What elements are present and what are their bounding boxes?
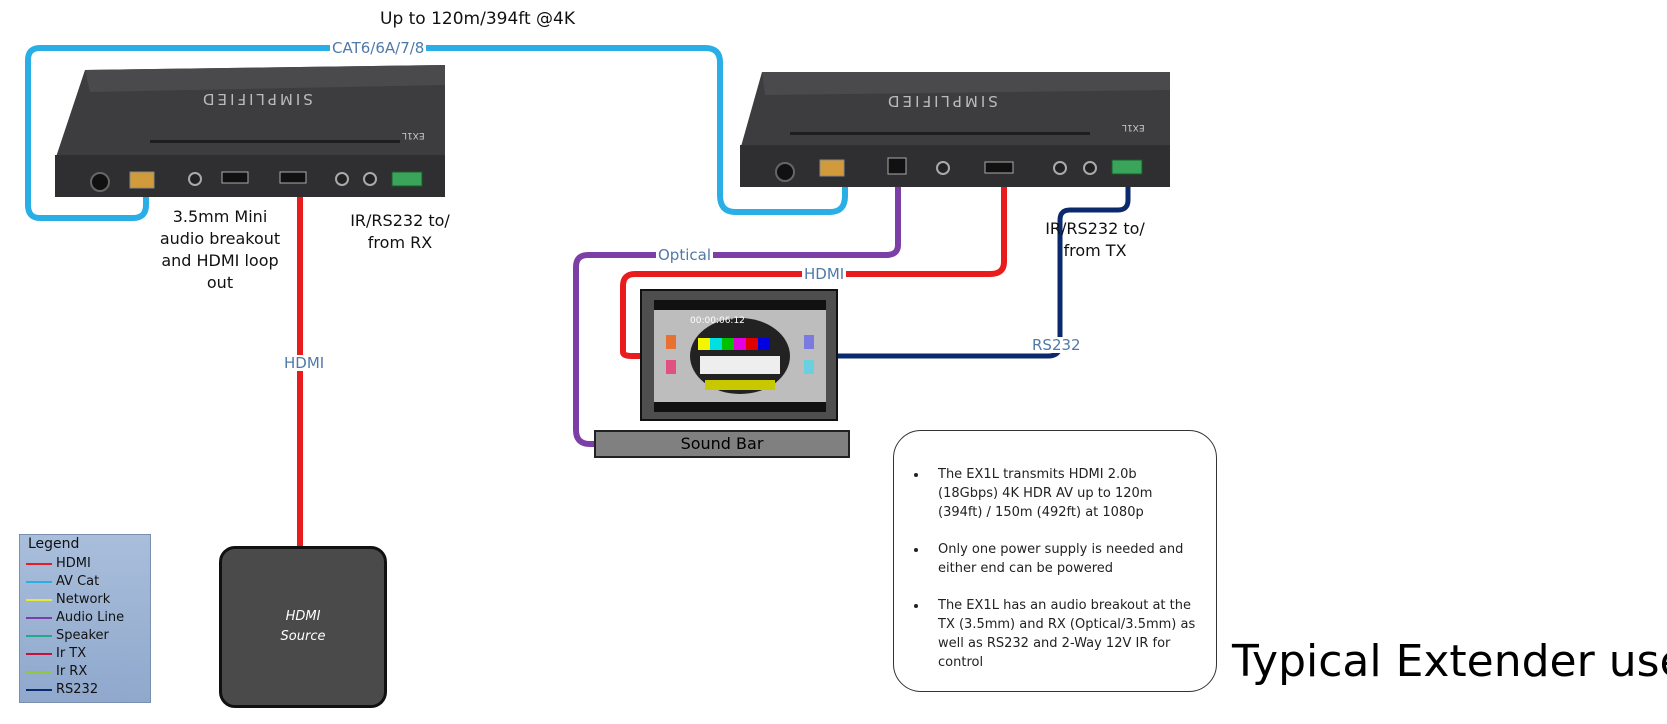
- legend-label: RS232: [56, 682, 99, 697]
- hdmi-display-cable-label: HDMI: [802, 265, 847, 283]
- rx-device: [740, 72, 1170, 187]
- optical-cable-label: Optical: [656, 246, 713, 264]
- legend-swatch: [26, 634, 52, 637]
- hdmi-source-cable-label: HDMI: [282, 354, 327, 372]
- rx-brand: SIMPLIFIED: [885, 92, 998, 110]
- tx-model: EX1L: [402, 130, 425, 140]
- distance-label: Up to 120m/394ft @4K: [380, 9, 576, 29]
- display-timecode: 00:00:06:12: [690, 316, 745, 326]
- tx-ir-rs232-label: IR/RS232 to/ from RX: [350, 211, 450, 252]
- legend-label: AV Cat: [56, 574, 100, 589]
- legend-label: Network: [56, 592, 111, 607]
- optical-cable: [573, 165, 901, 447]
- legend-item-ir-tx: Ir TX: [26, 645, 86, 663]
- tx-device: [55, 65, 445, 197]
- tx-brand: SIMPLIFIED: [200, 90, 313, 108]
- note-3: The EX1L has an audio breakout at the TX…: [928, 596, 1198, 672]
- display: [640, 289, 838, 421]
- legend-swatch: [26, 616, 52, 619]
- hdmi-source-box: HDMI Source: [219, 546, 387, 708]
- legend-item-audio-line: Audio Line: [26, 609, 124, 627]
- cat-cable-label: CAT6/6A/7/8: [330, 39, 427, 57]
- legend-item-av-cat: AV Cat: [26, 573, 99, 591]
- legend-item-rs232: RS232: [26, 681, 98, 699]
- info-box: The EX1L transmits HDMI 2.0b (18Gbps) 4K…: [893, 430, 1217, 692]
- soundbar: Sound Bar: [594, 430, 850, 458]
- legend-item-hdmi: HDMI: [26, 555, 91, 573]
- legend-swatch: [26, 652, 52, 655]
- page-title: Typical Extender use: [1232, 636, 1667, 687]
- legend-label: Audio Line: [56, 610, 125, 625]
- legend-swatch: [26, 670, 52, 673]
- tx-audio-breakout-label: 3.5mm Mini audio breakout and HDMI loop …: [159, 207, 281, 292]
- rx-model: EX1L: [1122, 122, 1145, 132]
- legend-swatch: [26, 580, 52, 583]
- rs232-cable-label: RS232: [1030, 336, 1083, 354]
- legend-label: Speaker: [56, 628, 109, 643]
- rs232-cable: [825, 162, 1131, 359]
- legend-item-speaker: Speaker: [26, 627, 109, 645]
- legend-swatch: [26, 598, 52, 601]
- hdmi-source-label: HDMI Source: [280, 609, 326, 644]
- soundbar-label: Sound Bar: [680, 434, 764, 453]
- legend-label: HDMI: [56, 556, 91, 571]
- legend-swatch: [26, 562, 52, 565]
- rx-ir-rs232-label: IR/RS232 to/ from TX: [1045, 219, 1145, 260]
- note-2: Only one power supply is needed and eith…: [928, 540, 1198, 578]
- legend-item-ir-rx: Ir RX: [26, 663, 87, 681]
- hdmi-display-cable: [620, 165, 1007, 359]
- legend-item-network: Network: [26, 591, 110, 609]
- legend-label: Ir TX: [56, 646, 87, 661]
- legend-label: Ir RX: [56, 664, 88, 679]
- legend-swatch: [26, 688, 52, 691]
- legend-title: Legend: [28, 536, 80, 552]
- note-1: The EX1L transmits HDMI 2.0b (18Gbps) 4K…: [928, 465, 1198, 522]
